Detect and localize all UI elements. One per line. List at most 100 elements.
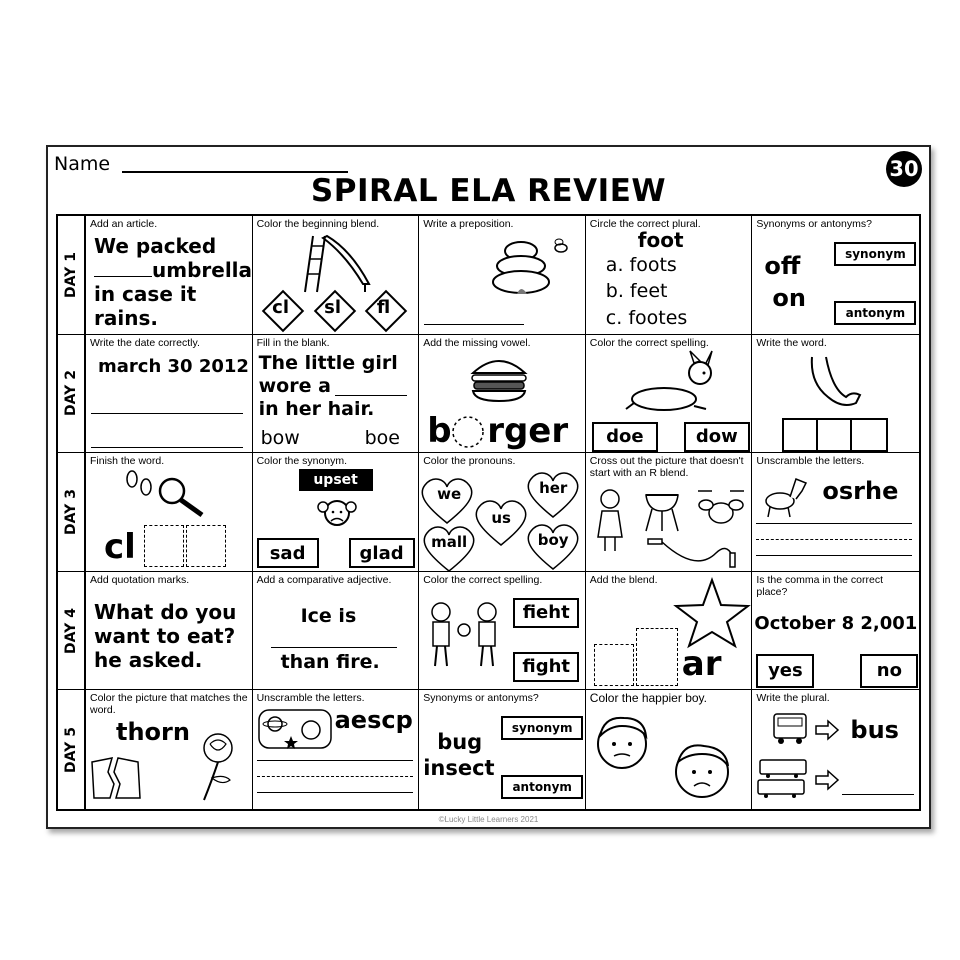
instruction: Color the happier boy. [589,691,707,706]
name-label: Name [54,153,111,175]
fill-blank[interactable] [334,394,407,396]
review-grid: DAY 1 Add an article. We packed umbrella… [56,214,921,811]
sentence-line: We packed [94,234,217,258]
word-2: insect [423,756,495,781]
d5-thorn-cell: Color the picture that matches the word.… [86,690,253,809]
answer-line[interactable] [270,646,397,648]
letter-box[interactable] [782,417,821,452]
plural-option-b[interactable]: b. feet [605,280,668,302]
article-blank[interactable] [94,276,152,277]
sentence-line: wore a [258,374,331,397]
instruction: Color the pronouns. [423,455,516,468]
synonym-option[interactable]: synonym [501,716,584,741]
instruction: Write the plural. [756,692,830,705]
deer-icon [625,350,713,411]
sentence-line: What do you [94,599,237,624]
name-write-line[interactable] [122,171,348,173]
antonym-option[interactable]: antonym [834,301,917,325]
worksheet: Name 30 SPIRAL ELA REVIEW DAY 1 Add an a… [46,145,931,829]
d2-word-cell: Write the word. [752,335,919,454]
letter-box[interactable] [186,525,226,568]
day-label-5: DAY 5 [58,690,86,809]
letter-box[interactable] [816,417,855,452]
scrambled-word: aescp [334,706,413,735]
instruction: Add the missing vowel. [423,336,531,349]
d2-vowel-cell: Add the missing vowel. b rger [419,334,586,454]
blend-option-text[interactable]: sl [324,297,342,318]
word-start: cl [104,527,136,568]
instruction: Synonyms or antonyms? [756,218,872,230]
answer-midline [756,539,913,541]
sentence-line: want to eat? [94,623,236,648]
instruction: Add quotation marks. [90,573,190,586]
synonym-option[interactable]: synonym [834,242,917,266]
burger-icon [470,359,528,402]
answer-line[interactable] [91,412,243,414]
word-option[interactable]: bow [260,426,300,449]
synonym-choice[interactable]: glad [348,538,415,569]
pronoun-heart[interactable]: we [437,485,462,504]
target-word: foot [637,228,684,252]
boy-face-icon [596,717,648,770]
answer-line[interactable] [91,446,243,448]
sentence-line: he asked. [94,647,203,672]
sentence-line: rains. [94,306,158,330]
scrambled-word: osrhe [822,477,899,506]
d1-syn-ant-cell: Synonyms or antonyms? off on synonym ant… [752,216,919,335]
letter-box[interactable] [593,643,634,686]
d2-blank-cell: Fill in the blank. The little girl wore … [252,334,420,454]
sentence-line: Ice is [300,604,357,627]
missing-vowel-circle[interactable] [451,415,485,449]
date-text: October 8 2,001 [754,612,918,634]
answer-line[interactable] [756,555,913,557]
d4-spelling-cell: Color the correct spelling. fieht fight [419,571,586,691]
synonym-choice[interactable]: sad [256,538,319,569]
spelling-option[interactable]: fight [513,651,580,682]
answer-line[interactable] [256,760,413,762]
sentence-line: umbrella [152,258,253,282]
instruction: Color the correct spelling. [589,336,709,349]
instruction: Circle the correct plural. [589,218,701,230]
spelling-option[interactable]: dow [683,421,750,452]
plural-option-a[interactable]: a. foots [605,254,677,276]
letter-box[interactable] [850,417,889,452]
arrow-right-icon [815,719,840,742]
pronoun-heart[interactable]: her [539,479,568,498]
day-label-3: DAY 3 [58,453,86,572]
magnifying-glass-footprints-icon [126,470,204,518]
spelling-option[interactable]: fieht [513,597,580,628]
answer-line[interactable] [842,794,915,796]
instruction: Color the correct spelling. [423,573,543,586]
instruction: Add a comparative adjective. [256,573,392,586]
star-icon [672,576,751,649]
copyright-footer: ©Lucky Little Learners 2021 [438,815,539,824]
instruction: Color the synonym. [256,455,348,468]
pronoun-heart[interactable]: mall [431,533,468,552]
antonym-option[interactable]: antonym [501,775,584,800]
letter-box[interactable] [144,525,184,568]
d3-synonym-cell: Color the synonym. upset sad glad [252,453,420,572]
d4-comparative-cell: Add a comparative adjective. Ice is than… [252,571,420,691]
answer-line[interactable] [424,324,525,325]
blend-option-text[interactable]: cl [272,297,290,318]
beehive-icon [492,238,568,294]
pronoun-heart[interactable]: boy [537,531,569,550]
spelling-option[interactable]: doe [591,421,658,452]
instruction: Write a preposition. [423,218,514,230]
answer-line[interactable] [256,792,413,794]
blend-option-text[interactable]: fl [376,297,391,318]
boy-face-icon [674,744,729,799]
letter-box[interactable] [635,627,678,686]
no-option[interactable]: no [860,653,919,688]
word-1: off [764,252,801,280]
yes-option[interactable]: yes [756,653,815,688]
pronoun-heart[interactable]: us [491,509,511,528]
day-label-4: DAY 4 [58,571,86,691]
instruction: Color the beginning blend. [256,218,380,230]
d1-blend-cell: Color the beginning blend. cl sl fl [252,216,420,335]
answer-line[interactable] [756,523,913,525]
page-number-badge: 30 [886,151,922,187]
d4-comma-cell: Is the comma in the correct place? Octob… [752,572,919,691]
plural-option-c[interactable]: c. footes [605,307,688,329]
word-option[interactable]: boe [364,426,400,449]
